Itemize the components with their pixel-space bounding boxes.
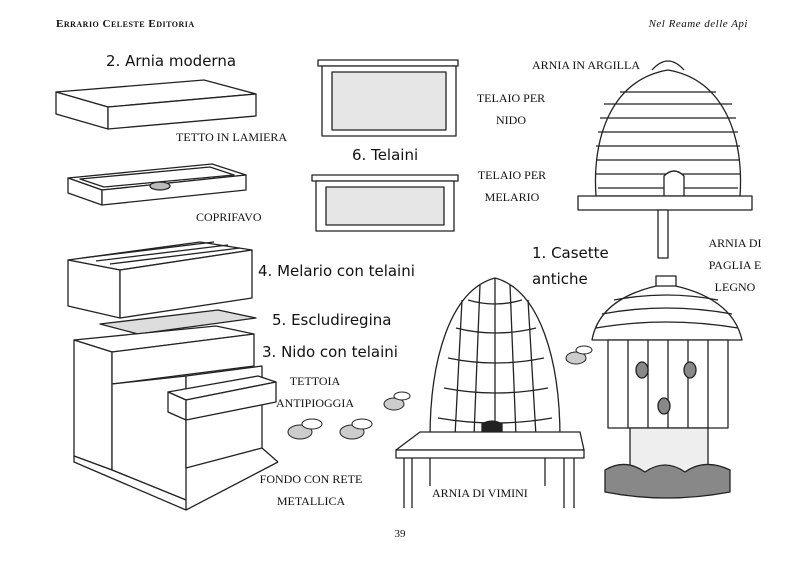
heading-frames: 6. Telaini bbox=[352, 146, 419, 164]
label-straw-wood-hive: Arnia di paglia e legno bbox=[708, 236, 762, 294]
label-mesh-floor: Fondo con rete metallica bbox=[259, 472, 363, 508]
label-super-frame: Telaio per melario bbox=[477, 168, 547, 204]
bee-drawing bbox=[288, 346, 592, 439]
label-clay-hive: Arnia in argilla bbox=[532, 58, 640, 72]
brood-frame-drawing bbox=[318, 60, 458, 136]
publisher-header: Errario Celeste Editoria bbox=[56, 18, 195, 30]
label-brood-frame: Telaio per nido bbox=[476, 91, 546, 127]
queen-excluder-drawing bbox=[100, 310, 256, 334]
heading-ancient-hives: 1. Casette antiche bbox=[532, 244, 609, 288]
super-frame-drawing bbox=[312, 175, 458, 231]
wicker-hive-drawing bbox=[396, 278, 584, 508]
page-number: 39 bbox=[394, 528, 406, 540]
brood-box-drawing bbox=[74, 326, 278, 510]
super-drawing bbox=[68, 242, 252, 318]
heading-excluder: 5. Escludiregina bbox=[272, 311, 392, 329]
label-crown-board: Coprifavo bbox=[196, 210, 262, 224]
label-wicker-hive: Arnia di vimini bbox=[432, 486, 528, 500]
label-tin-roof: Tetto in lamiera bbox=[176, 130, 288, 144]
heading-brood-box: 3. Nido con telaini bbox=[262, 343, 398, 361]
heading-modern-hive: 2. Arnia moderna bbox=[106, 52, 237, 70]
crown-board-drawing bbox=[68, 164, 246, 205]
label-rain-roof: Tettoia antipioggia bbox=[276, 374, 354, 410]
tin-roof-drawing bbox=[56, 80, 256, 129]
straw-wood-hive-drawing bbox=[592, 276, 742, 498]
book-title-header: Nel Reame delle Api bbox=[648, 18, 748, 30]
heading-super: 4. Melario con telaini bbox=[258, 262, 415, 280]
clay-hive-drawing bbox=[578, 61, 752, 258]
